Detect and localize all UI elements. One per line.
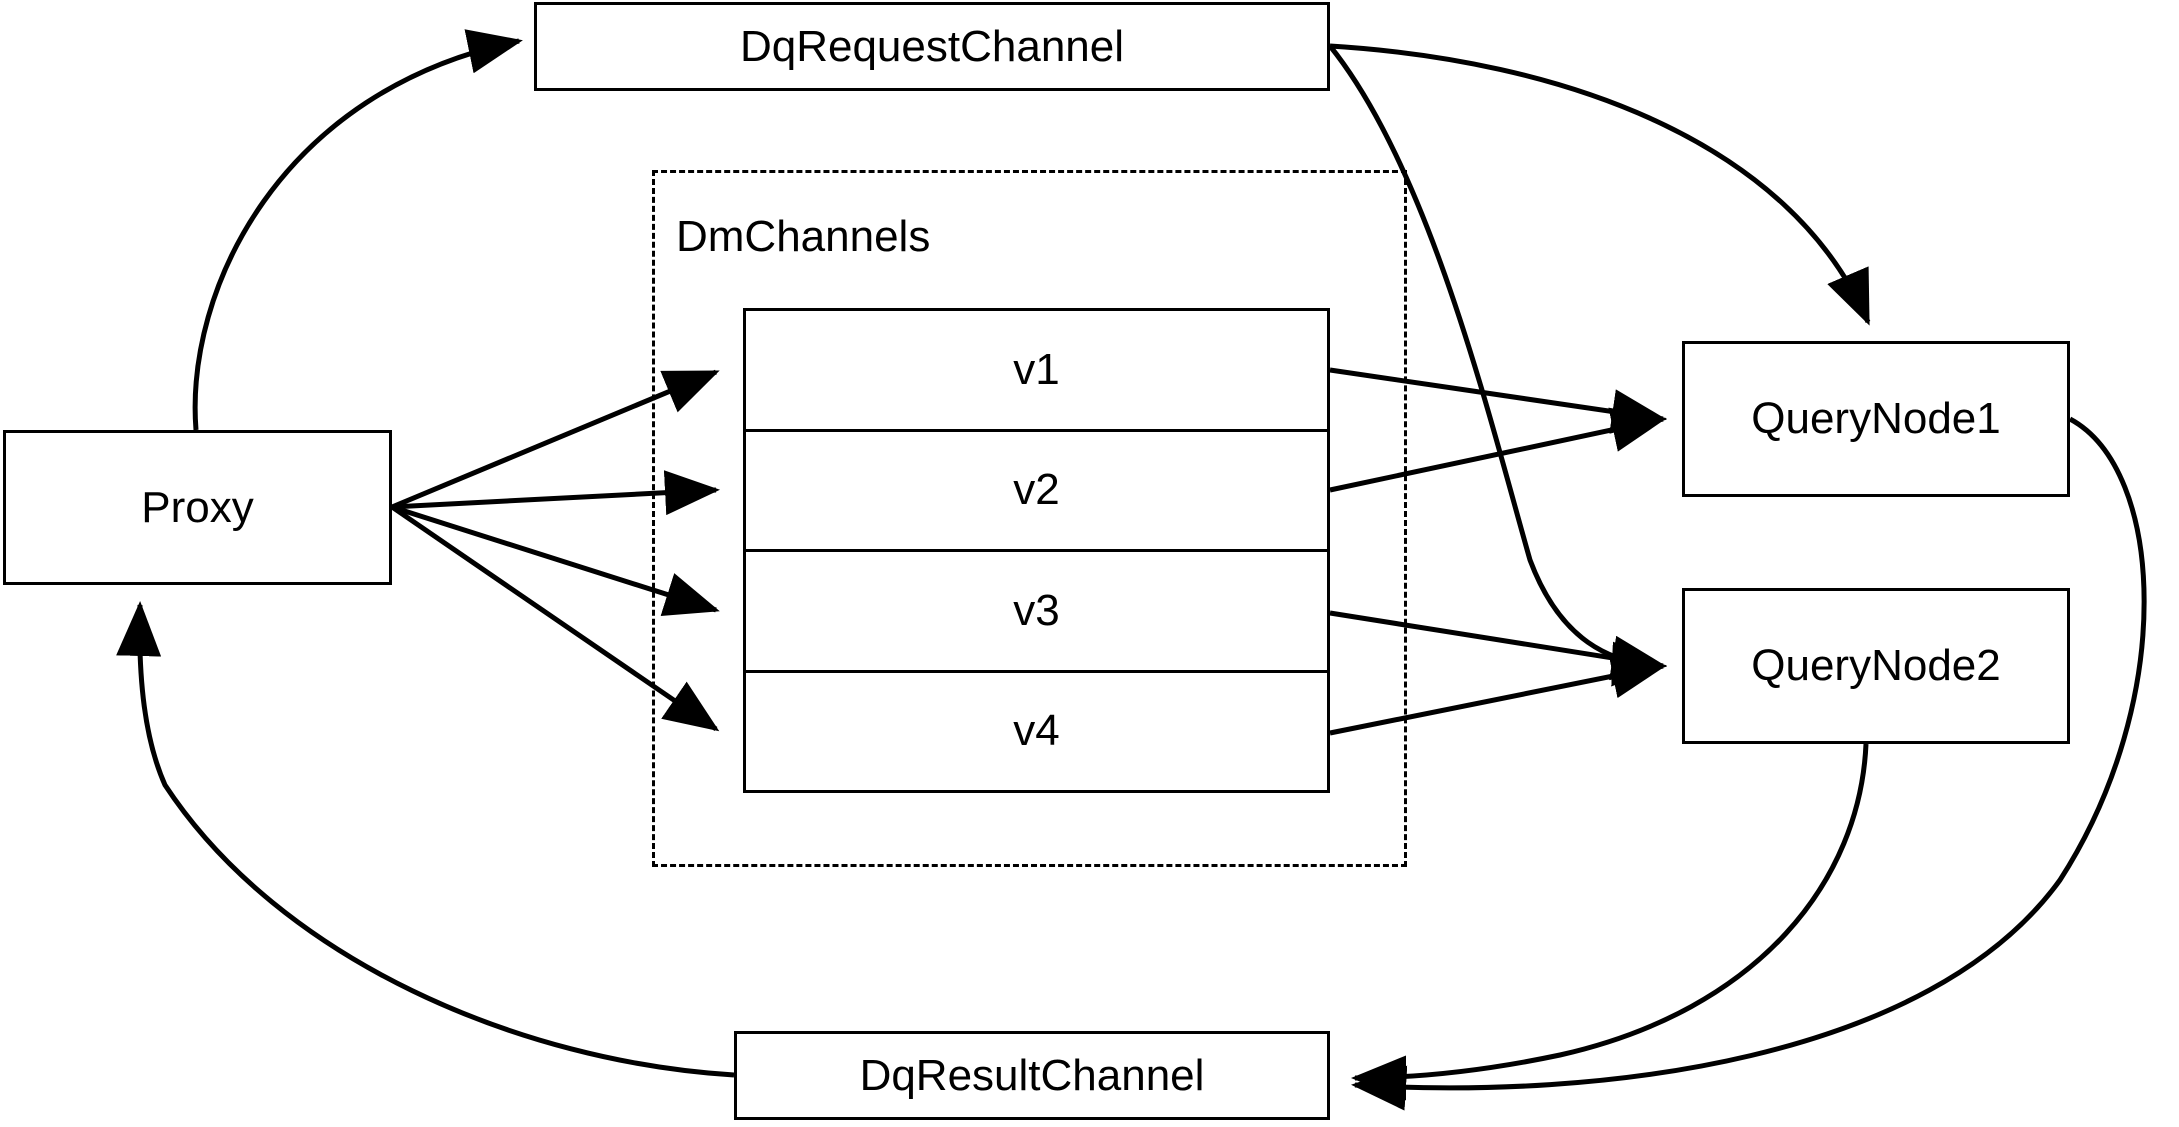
edge-dqresultchannel-to-proxy — [116, 601, 735, 1078]
channel-row[interactable]: v3 — [746, 552, 1327, 673]
edge-dqrequestchannel-to-querynode1 — [1329, 43, 1871, 326]
node-proxy[interactable]: Proxy — [3, 430, 392, 585]
channel-row[interactable]: v2 — [746, 431, 1327, 552]
channel-row-label: v2 — [1013, 465, 1060, 515]
edge-proxy-to-dqrequestchannel — [192, 29, 523, 431]
node-proxy-label: Proxy — [141, 482, 254, 532]
edge-querynode2-to-dqresultchannel — [1350, 743, 1869, 1101]
dmchannels-group-label: DmChannels — [676, 212, 931, 261]
channel-row-label: v1 — [1013, 344, 1060, 394]
node-dq-request-channel-label: DqRequestChannel — [739, 21, 1125, 71]
edge-proxy-to-v4 — [390, 504, 720, 732]
node-dq-request-channel[interactable]: DqRequestChannel — [534, 2, 1330, 91]
node-query-node-2-label: QueryNode2 — [1751, 641, 2001, 690]
dmchannels-stack: v1 v2 v3 v4 — [743, 308, 1330, 793]
edge-dqrequestchannel-to-querynode2 — [1328, 44, 1667, 687]
edge-v1-to-querynode1 — [1329, 367, 1667, 434]
edge-proxy-to-v3 — [391, 504, 720, 616]
channel-row[interactable]: v4 — [746, 672, 1327, 790]
node-dq-result-channel[interactable]: DqResultChannel — [734, 1031, 1330, 1120]
edge-v4-to-querynode2 — [1329, 654, 1667, 736]
node-query-node-2[interactable]: QueryNode2 — [1682, 588, 2070, 744]
edge-proxy-to-v2 — [391, 470, 720, 516]
channel-row-label: v3 — [1013, 585, 1060, 635]
dmchannels-group — [652, 170, 1407, 867]
node-query-node-1[interactable]: QueryNode1 — [1682, 341, 2070, 497]
channel-row[interactable]: v1 — [746, 311, 1327, 432]
edge-querynode1-to-dqresultchannel — [1351, 416, 2147, 1111]
edge-v2-to-querynode1 — [1329, 407, 1667, 493]
channel-row-label: v4 — [1013, 706, 1060, 756]
node-dq-result-channel-label: DqResultChannel — [859, 1050, 1205, 1100]
edge-proxy-to-v1 — [391, 369, 720, 510]
node-query-node-1-label: QueryNode1 — [1751, 394, 2001, 443]
edge-v3-to-querynode2 — [1329, 610, 1667, 681]
